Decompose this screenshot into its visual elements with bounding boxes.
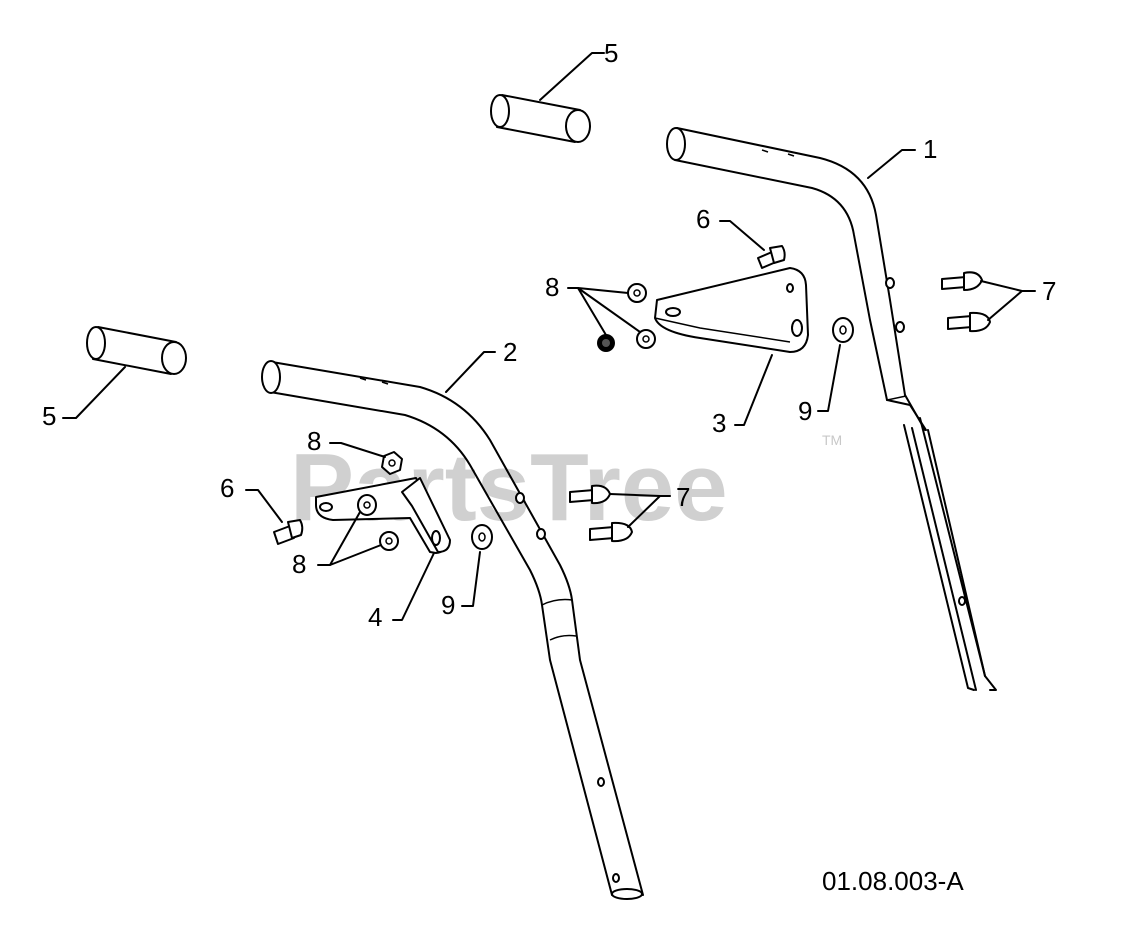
callout-8-left-top: 8 [307,426,321,456]
callout-6-left: 6 [220,473,234,503]
leader-lines [62,52,1036,621]
callout-6-right: 6 [696,204,710,234]
grip-left-part-5 [86,326,187,375]
washer-right-part-9 [832,317,854,343]
callout-7-right: 7 [1042,276,1056,306]
bolts-mid-part-7 [569,484,633,543]
callout-8-right: 8 [545,272,559,302]
callout-4: 4 [368,602,382,632]
watermark-trademark: TM [822,432,842,448]
nut-left-top-part-8 [381,451,403,475]
callout-5-top: 5 [604,38,618,68]
nuts-left-bottom-part-8 [357,494,399,551]
bracket-part-3 [654,267,809,353]
bracket-part-4 [315,477,451,554]
bolts-right-part-7 [941,271,991,333]
callout-9-right: 9 [798,396,812,426]
nuts-right-part-8 [597,283,656,352]
callout-3: 3 [712,408,726,438]
handle-upper-part-1 [666,127,997,691]
callout-8-left-bottom: 8 [292,549,306,579]
bolt-right-part-6 [757,245,786,269]
watermark-text: PartsTree [290,434,728,541]
callout-7-mid: 7 [676,482,690,512]
grip-top-part-5 [490,94,591,143]
bolt-left-part-6 [273,519,304,545]
callout-2: 2 [503,337,517,367]
callout-9-left: 9 [441,590,455,620]
diagram-reference-code: 01.08.003-A [822,866,964,896]
washer-left-part-9 [471,524,493,550]
handle-lower-part-2 [261,360,644,900]
callout-1: 1 [923,134,937,164]
callout-5-left: 5 [42,401,56,431]
